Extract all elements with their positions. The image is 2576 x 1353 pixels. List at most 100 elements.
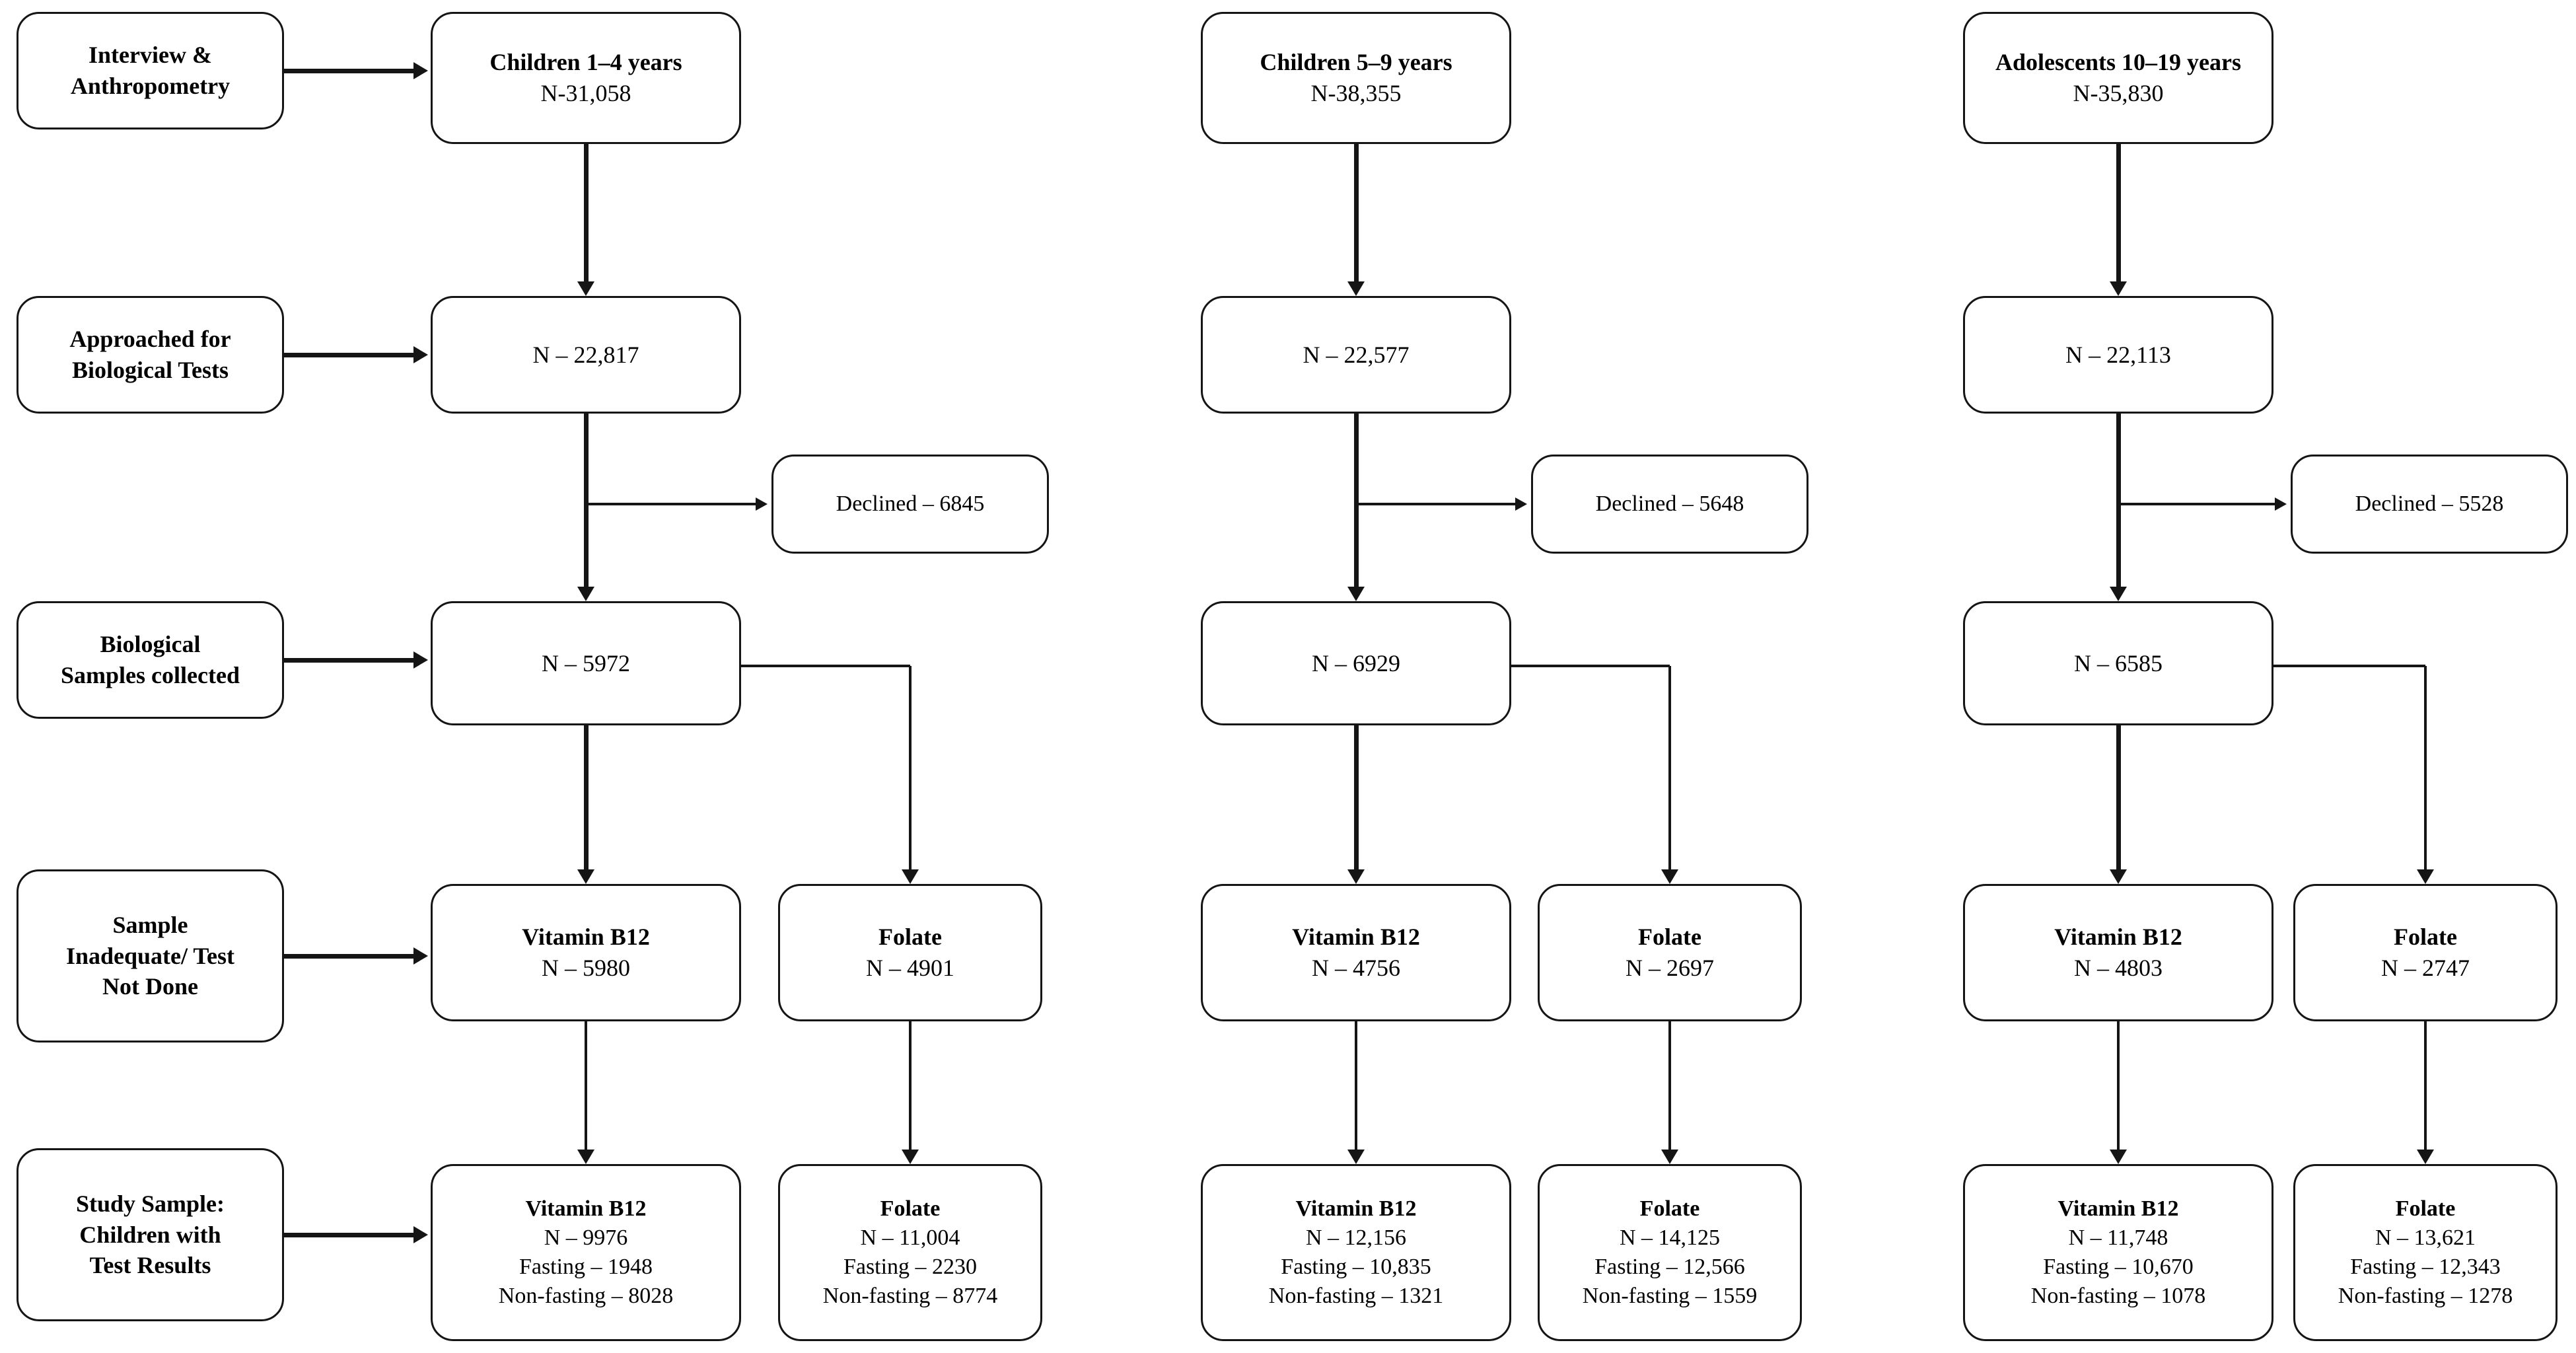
column-adolescents-10-19-arrow-b12-final [2110,1150,2127,1164]
stage-arrow-head-2 [413,346,428,363]
column-adolescents-10-19-line-b12-final [2117,1021,2120,1151]
column-children-5-9-final-b12-box-line-3: Fasting – 10,835 [1281,1255,1431,1279]
column-adolescents-10-19-collected-box-line-1: N – 6585 [2074,649,2163,676]
column-children-1-4-final-b12-box-line-1: Vitamin B12 [525,1196,647,1221]
column-children-5-9-final-b12-box-line-1: Vitamin B12 [1295,1196,1417,1221]
column-adolescents-10-19-line-collected-folate-v [2424,665,2427,871]
column-adolescents-10-19-line-enrolled-approached [2116,144,2121,283]
column-adolescents-10-19-final-b12-box-line-4: Non-fasting – 1078 [2030,1284,2206,1309]
column-children-5-9-approached-box-line-1: N – 22,577 [1303,341,1410,368]
column-children-1-4-line-declined-branch [586,503,756,505]
column-children-1-4-tested-b12-box-line-1: Vitamin B12 [522,924,650,951]
column-children-1-4-arrow-approached-collected [577,587,594,601]
column-children-5-9-line-collected-folate-v [1668,665,1671,871]
column-adolescents-10-19-approached-box-line-1: N – 22,113 [2065,341,2171,368]
column-children-5-9-arrow-approached-collected [1347,587,1365,601]
column-adolescents-10-19-tested-folate-box: Folate N – 2747 [2293,884,2558,1021]
column-children-5-9-final-folate-box-line-3: Fasting – 12,566 [1594,1255,1745,1279]
column-children-5-9-tested-b12-box-line-2: N – 4756 [1312,955,1400,981]
column-children-5-9-line-collected-folate-h [1511,664,1670,667]
column-children-1-4-approached-box-line-1: N – 22,817 [532,341,639,368]
column-children-5-9-final-folate-box-line-1: Folate [1639,1196,1700,1221]
column-children-1-4-line-collected-folate-h [741,664,910,667]
column-adolescents-10-19-arrow-collected-b12 [2110,869,2127,884]
column-adolescents-10-19-final-b12-box-line-3: Fasting – 10,670 [2043,1255,2194,1279]
column-adolescents-10-19-line-approached-collected [2116,414,2121,588]
column-children-5-9-collected-box: N – 6929 [1201,601,1511,725]
column-children-1-4-line-b12-final [585,1021,587,1151]
stage-arrow-line-4 [284,953,413,959]
column-children-5-9-final-b12-box-line-4: Non-fasting – 1321 [1268,1284,1444,1309]
column-children-1-4-line-approached-collected [583,414,589,588]
column-adolescents-10-19-tested-b12-box-line-2: N – 4803 [2074,955,2163,981]
column-children-1-4-enrolled-box-line-2: N-31,058 [540,80,631,106]
column-children-5-9-enrolled-box-line-1: Children 5–9 years [1260,49,1452,76]
column-children-5-9-arrow-declined [1515,497,1527,511]
column-children-1-4-arrow-b12-final [577,1150,594,1164]
column-adolescents-10-19-arrow-enrolled-approached [2110,281,2127,296]
column-adolescents-10-19-final-folate-box-line-2: N – 13,621 [2375,1225,2476,1250]
column-adolescents-10-19-arrow-folate-final [2417,1150,2434,1164]
stage-arrow-head-5 [413,1226,428,1243]
column-children-5-9-line-collected-b12 [1353,725,1359,871]
column-children-1-4-declined-box: Declined – 6845 [771,455,1049,554]
column-children-5-9-final-folate-box-line-2: N – 14,125 [1619,1225,1721,1250]
column-children-1-4-tested-b12-box: Vitamin B12 N – 5980 [431,884,741,1021]
column-children-5-9-tested-folate-box-line-1: Folate [1638,924,1701,951]
stage-label-2-line-1: Approached for [69,326,231,353]
column-children-1-4-collected-box-line-1: N – 5972 [542,649,630,676]
column-adolescents-10-19-enrolled-box-line-2: N-35,830 [2073,80,2164,106]
column-children-1-4-final-b12-box-line-2: N – 9976 [544,1225,628,1250]
column-children-5-9-arrow-folate-final [1661,1150,1678,1164]
column-adolescents-10-19-declined-box-line-1: Declined – 5528 [2355,491,2504,516]
column-adolescents-10-19-tested-folate-box-line-2: N – 2747 [2381,955,2470,981]
column-adolescents-10-19-arrow-collected-folate [2417,869,2434,884]
column-children-1-4-arrow-folate-final [902,1150,919,1164]
column-children-1-4-line-folate-final [909,1021,912,1151]
column-adolescents-10-19-final-folate-box-line-1: Folate [2395,1196,2456,1221]
column-children-5-9-arrow-collected-folate [1661,869,1678,884]
column-children-1-4-final-folate-box-line-4: Non-fasting – 8774 [822,1284,998,1309]
stage-label-4-line-3: Not Done [102,973,198,1000]
column-children-1-4-line-collected-b12 [583,725,589,871]
stage-label-2-line-2: Biological Tests [71,357,229,383]
column-children-5-9-approached-box: N – 22,577 [1201,296,1511,414]
column-children-5-9-tested-folate-box: Folate N – 2697 [1538,884,1802,1021]
column-adolescents-10-19-approached-box: N – 22,113 [1963,296,2273,414]
column-children-1-4-tested-b12-box-line-2: N – 5980 [542,955,630,981]
column-children-1-4-tested-folate-box-line-2: N – 4901 [866,955,954,981]
column-children-1-4-enrolled-box-line-1: Children 1–4 years [489,49,682,76]
stage-arrow-line-2 [284,352,413,357]
column-children-1-4-arrow-collected-b12 [577,869,594,884]
column-children-5-9-tested-b12-box: Vitamin B12 N – 4756 [1201,884,1511,1021]
stage-label-1-line-1: Interview & [89,42,212,69]
column-children-5-9-tested-folate-box-line-2: N – 2697 [1626,955,1714,981]
column-children-1-4-final-folate-box-line-1: Folate [880,1196,941,1221]
column-children-5-9-arrow-enrolled-approached [1347,281,1365,296]
stage-arrow-line-1 [284,68,413,73]
column-adolescents-10-19-tested-b12-box-line-1: Vitamin B12 [2054,924,2182,951]
column-children-1-4-collected-box: N – 5972 [431,601,741,725]
column-children-5-9-final-b12-box-line-2: N – 12,156 [1305,1225,1407,1250]
column-children-5-9-arrow-b12-final [1347,1150,1365,1164]
column-adolescents-10-19-line-collected-folate-h [2273,664,2425,667]
stage-label-4-line-2: Inadequate/ Test [65,942,235,969]
column-children-1-4-arrow-declined [756,497,768,511]
column-children-5-9-line-b12-final [1355,1021,1357,1151]
column-children-5-9-line-enrolled-approached [1353,144,1359,283]
stage-label-1-line-2: Anthropometry [70,73,231,99]
stage-label-3-line-2: Samples collected [61,662,240,688]
column-adolescents-10-19-line-folate-final [2424,1021,2427,1151]
column-adolescents-10-19-final-b12-box-line-2: N – 11,748 [2068,1225,2168,1250]
column-children-5-9-declined-box-line-1: Declined – 5648 [1595,491,1744,516]
column-children-5-9-enrolled-box-line-2: N-38,355 [1310,80,1402,106]
column-adolescents-10-19-tested-folate-box-line-1: Folate [2394,924,2457,951]
column-adolescents-10-19-enrolled-box-line-1: Adolescents 10–19 years [1995,49,2241,76]
column-adolescents-10-19-line-declined-branch [2118,503,2275,505]
column-children-5-9-tested-b12-box-line-1: Vitamin B12 [1292,924,1420,951]
